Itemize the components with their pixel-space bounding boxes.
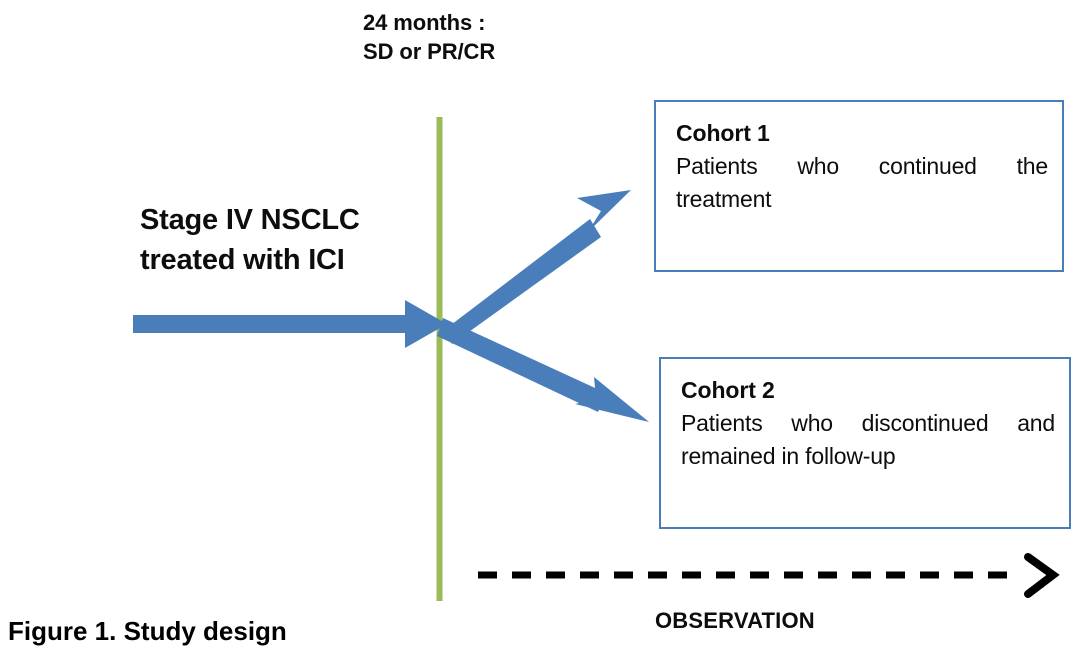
figure-caption: Figure 1. Study design: [8, 616, 287, 646]
population-label: Stage IV NSCLC treated with ICI: [140, 200, 440, 280]
cohort-1-description: Patients who continued the treatment: [676, 153, 1048, 212]
cohort-2-title: Cohort 2: [681, 377, 775, 403]
population-label-line2: treated with ICI: [140, 244, 345, 276]
observation-arrow: [478, 553, 1060, 598]
timepoint-label-line1: 24 months :: [363, 10, 486, 35]
entry-arrow: [133, 300, 447, 348]
cohort-2-box: Cohort 2 Patients who discontinued and r…: [659, 357, 1071, 529]
cohort-2-description: Patients who discontinued and remained i…: [681, 410, 1055, 469]
timepoint-label-line2: SD or PR/CR: [363, 39, 496, 64]
branch-arrow-cohort-1: [443, 190, 631, 344]
timepoint-label: 24 months : SD or PR/CR: [363, 8, 495, 66]
cohort-1-title: Cohort 1: [676, 120, 770, 146]
observation-label: OBSERVATION: [655, 608, 815, 633]
branch-arrow-cohort-2: [437, 318, 649, 422]
population-label-line1: Stage IV NSCLC: [140, 204, 360, 236]
cohort-1-box: Cohort 1 Patients who continued the trea…: [654, 100, 1064, 272]
cohort-1-content: Cohort 1 Patients who continued the trea…: [656, 102, 1062, 216]
cohort-2-content: Cohort 2 Patients who discontinued and r…: [661, 359, 1069, 473]
